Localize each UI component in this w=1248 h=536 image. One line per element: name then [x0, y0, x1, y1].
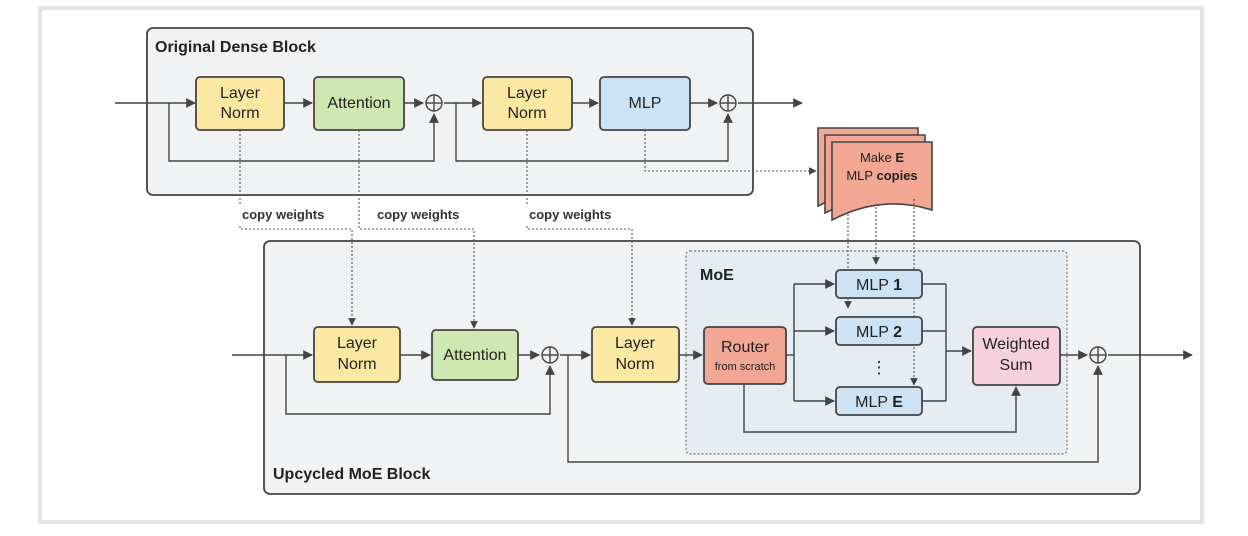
moe-layer-norm-2-line1: Layer — [615, 335, 656, 352]
router-label: Router — [721, 339, 770, 356]
dense-layer-norm-1: Layer Norm — [195, 76, 285, 131]
moe-attention: Attention — [431, 329, 519, 381]
moe-attention-label: Attention — [443, 347, 506, 364]
weighted-sum-line1: Weighted — [982, 336, 1049, 353]
moe-layer-norm-1: Layer Norm — [313, 326, 401, 383]
expert-mlp-1-label: MLP 1 — [856, 277, 902, 294]
dense-mlp: MLP — [599, 76, 691, 131]
expert-mlp-e: MLP E — [835, 386, 923, 416]
dense-attention-label: Attention — [327, 95, 390, 112]
copy-weights-links — [239, 130, 817, 329]
dense-layer-norm-1-line2: Norm — [220, 105, 259, 122]
dense-mlp-label: MLP — [629, 95, 662, 112]
dense-layer-norm-2: Layer Norm — [482, 76, 573, 131]
router: Router from scratch — [703, 326, 787, 385]
dense-layer-norm-2-line2: Norm — [507, 105, 546, 122]
moe-layer-norm-2: Layer Norm — [591, 326, 680, 383]
moe-layer-norm-1-line1: Layer — [337, 335, 378, 352]
mlp-copies-line2: MLP copies — [846, 168, 917, 183]
moe-block-title: Upcycled MoE Block — [273, 466, 430, 483]
dense-block — [146, 27, 754, 196]
dense-add-1 — [425, 94, 443, 112]
copy-weights-label-1: copy weights — [242, 207, 324, 222]
mlp-copies-stack — [817, 127, 933, 222]
moe-layer-norm-1-line2: Norm — [337, 356, 376, 373]
expert-mlp-2-label: MLP 2 — [856, 324, 902, 341]
moe-add-2 — [1089, 346, 1107, 364]
dense-attention: Attention — [313, 76, 405, 131]
dense-connections — [115, 98, 803, 162]
moe-layer-norm-2-line2: Norm — [615, 356, 654, 373]
dense-layer-norm-2-line1: Layer — [507, 85, 548, 102]
copy-weights-label-3: copy weights — [529, 207, 611, 222]
weighted-sum-line2: Sum — [1000, 357, 1033, 374]
moe-region-title: MoE — [700, 267, 734, 284]
moe-connections — [232, 279, 1193, 463]
expert-mlp-1: MLP 1 — [835, 269, 923, 299]
router-sublabel: from scratch — [715, 361, 776, 373]
dense-layer-norm-1-line1: Layer — [220, 85, 261, 102]
weighted-sum: Weighted Sum — [972, 326, 1061, 386]
dense-add-2 — [719, 94, 737, 112]
expert-mlp-2: MLP 2 — [835, 316, 923, 346]
moe-region — [685, 250, 1068, 455]
mlp-copies-line1: Make E — [860, 150, 904, 165]
copy-weights-label-2: copy weights — [377, 207, 459, 222]
expert-ellipsis: ⋮ — [871, 358, 888, 377]
copy-weights-labels: copy weights copy weights copy weights — [236, 204, 629, 224]
dense-block-title: Original Dense Block — [155, 39, 316, 56]
moe-add-1 — [541, 346, 559, 364]
expert-mlp-e-label: MLP E — [855, 394, 903, 411]
